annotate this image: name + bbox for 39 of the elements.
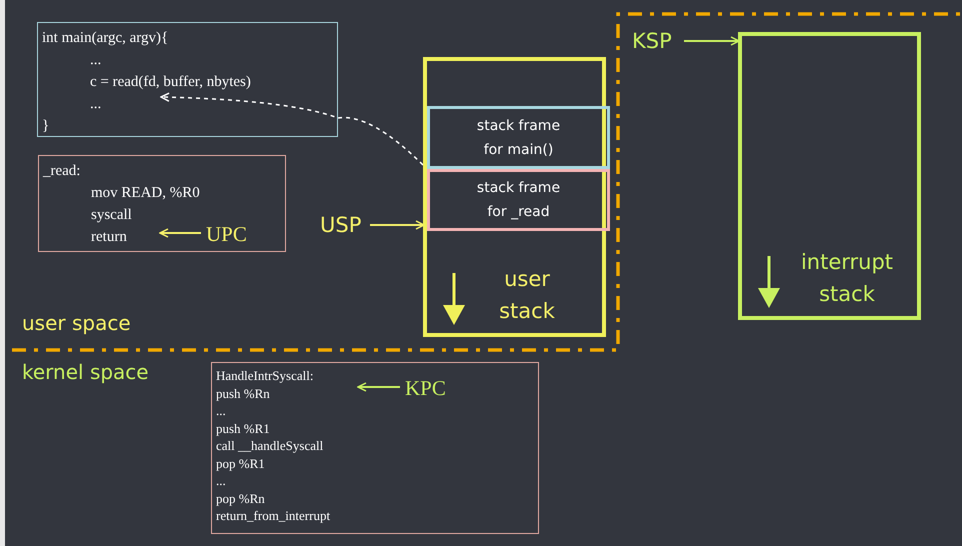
pointer-label: KSP — [632, 28, 682, 54]
code-line: ... — [90, 95, 102, 114]
pointer-label: USP — [320, 212, 368, 238]
code-line: mov READ, %R0 — [91, 184, 200, 203]
code-box — [211, 362, 539, 534]
region-label: user space — [22, 310, 131, 336]
arrow — [160, 92, 424, 166]
pointer-label: KPC — [405, 375, 453, 401]
code-line: push %R1 — [216, 420, 270, 437]
stack-frame-box — [427, 169, 610, 231]
code-line: return — [91, 228, 127, 247]
code-line: pop %Rn — [216, 490, 265, 507]
arrow — [159, 228, 201, 238]
code-line: _read: — [43, 162, 80, 181]
code-line: ... — [90, 51, 102, 70]
code-box — [37, 22, 338, 137]
code-line: int main(argc, argv){ — [42, 29, 168, 48]
code-line: ... — [216, 402, 226, 420]
stack-box — [738, 32, 921, 320]
code-line: } — [42, 117, 50, 136]
region-label: kernel space — [22, 359, 149, 385]
stack-label: user stack — [498, 266, 556, 325]
code-box — [38, 155, 286, 252]
code-line: call __handleSyscall — [216, 437, 324, 454]
arrow — [357, 382, 400, 392]
code-line: pop %R1 — [216, 454, 265, 472]
code-line: c = read(fd, buffer, nbytes) — [90, 73, 251, 92]
code-line: HandleIntrSyscall: — [216, 367, 314, 384]
code-line: syscall — [91, 206, 132, 225]
stack-frame-box — [427, 106, 610, 169]
code-line: return_from_interrupt — [216, 507, 330, 524]
stack-label: interrupt stack — [800, 249, 894, 308]
frame-label: stack frame for _read — [476, 179, 562, 222]
code-line: push %Rn — [216, 384, 270, 402]
pointer-label: UPC — [206, 221, 254, 247]
arrow — [684, 36, 740, 46]
code-line: ... — [216, 472, 226, 490]
arrow — [370, 220, 425, 230]
frame-label: stack frame for main() — [476, 116, 562, 160]
